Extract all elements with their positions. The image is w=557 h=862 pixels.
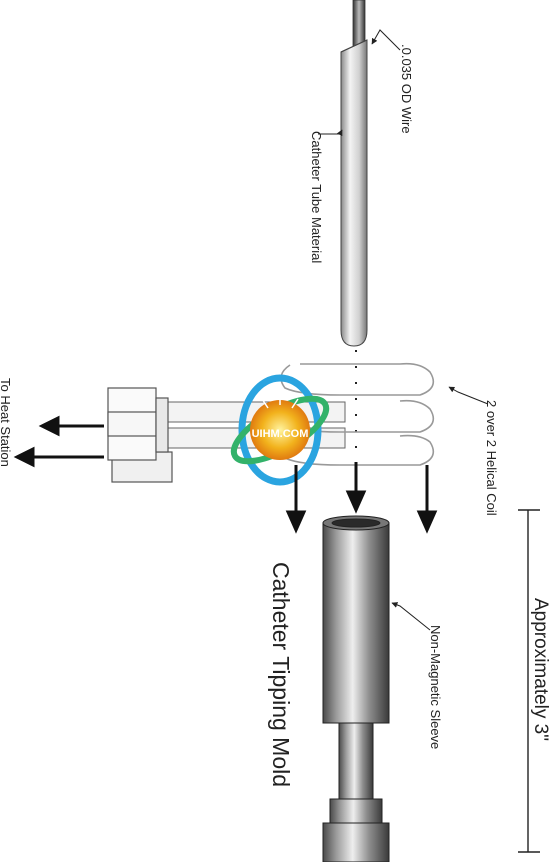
tipping-mold-body: [322, 722, 390, 862]
sleeve-label: Non-Magnetic Sleeve: [428, 625, 443, 749]
dimension-label: Approximately 3": [530, 598, 551, 741]
non-magnetic-sleeve: [322, 515, 390, 724]
catheter-tube: [340, 39, 368, 347]
heat-flow-arrows: [13, 415, 104, 468]
coil-label: 2 over 2 Helical Coil: [484, 400, 499, 516]
dimension-bracket: [518, 509, 540, 853]
leader-lines: [318, 29, 489, 631]
mold-title: Catheter Tipping Mold: [268, 562, 294, 787]
logo-text: UIHM.COM: [252, 428, 309, 440]
wire-label: .0.035 OD Wire: [399, 44, 414, 134]
heat-station-label: To Heat Station: [0, 378, 13, 467]
downward-arrows: [285, 462, 438, 534]
heat-station-connector: [107, 387, 173, 483]
tube-label: Catheter Tube Material: [309, 131, 324, 263]
uihm-logo: UIHM.COM: [230, 374, 330, 486]
